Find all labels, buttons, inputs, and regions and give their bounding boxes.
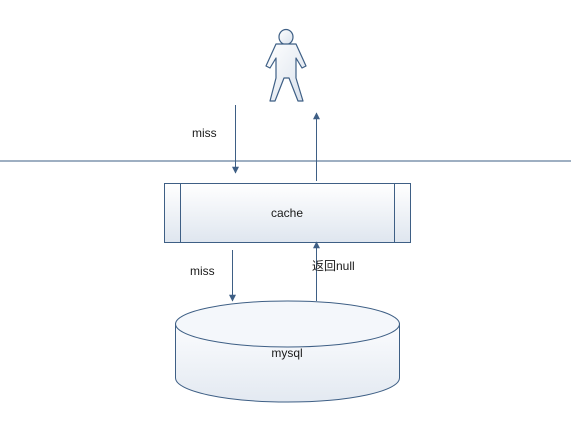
database-cylinder-icon <box>175 300 400 403</box>
person-icon <box>265 28 307 102</box>
cache-node <box>164 183 411 243</box>
edge-label-return-null: 返回null <box>312 259 355 273</box>
db-node-label: mysql <box>271 346 303 360</box>
cache-node-label: cache <box>270 206 304 220</box>
edge-label-user-miss: miss <box>192 126 217 140</box>
edge-label-db-miss: miss <box>190 264 215 278</box>
